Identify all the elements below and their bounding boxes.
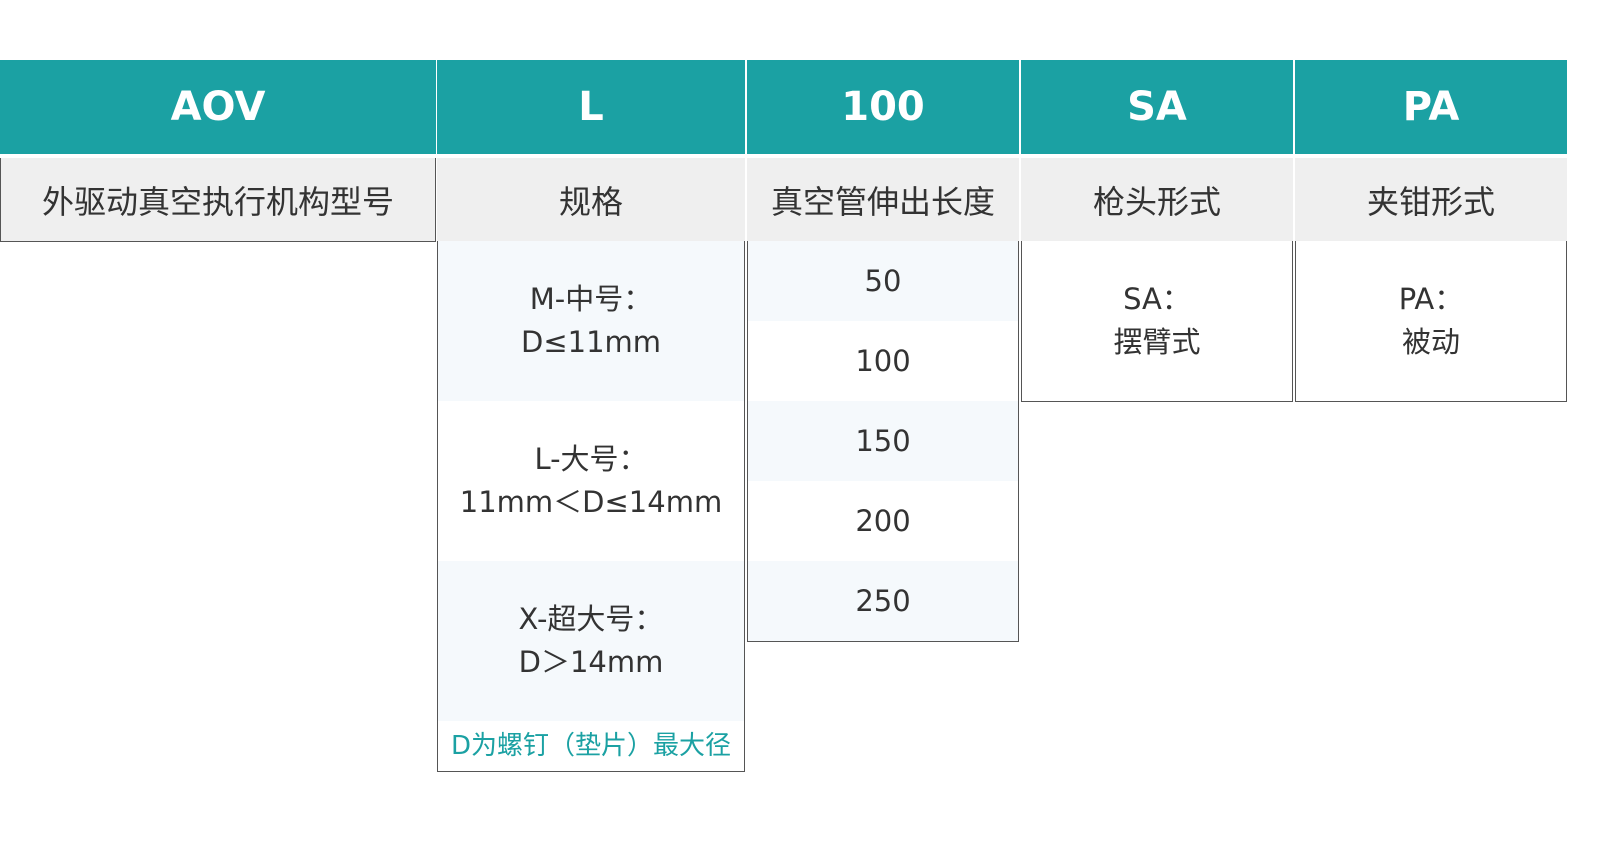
- aov-label-box: 外驱动真空执行机构型号: [0, 158, 436, 242]
- label-length: 真空管伸出长度: [747, 158, 1019, 241]
- length-options: 50 100 150 200 250: [747, 241, 1019, 642]
- length-option: 100: [748, 321, 1018, 401]
- length-option: 150: [748, 401, 1018, 481]
- column-clamp: PA 夹钳形式 PA： 被动: [1295, 60, 1567, 402]
- clamp-options: PA： 被动: [1295, 241, 1567, 402]
- length-option: 50: [748, 241, 1018, 321]
- column-aov: AOV 外驱动真空执行机构型号: [0, 60, 436, 242]
- code-gun: SA: [1021, 60, 1293, 154]
- size-option-x-name: X-超大号：: [518, 602, 664, 636]
- code-clamp: PA: [1295, 60, 1567, 154]
- clamp-option-code: PA：: [1398, 282, 1464, 316]
- size-option-x: X-超大号： D＞14mm: [438, 561, 744, 721]
- length-option: 250: [748, 561, 1018, 641]
- code-length: 100: [747, 60, 1019, 154]
- label-clamp: 夹钳形式: [1295, 158, 1567, 241]
- column-size: L 规格 M-中号： D≤11mm L-大号： 11mm＜D≤14mm X-超大…: [437, 60, 745, 772]
- column-length: 100 真空管伸出长度 50 100 150 200 250: [747, 60, 1019, 642]
- label-aov: 外驱动真空执行机构型号: [1, 158, 435, 241]
- code-aov: AOV: [0, 60, 436, 154]
- size-option-l-range: 11mm＜D≤14mm: [459, 485, 723, 519]
- gun-option: SA： 摆臂式: [1022, 241, 1292, 401]
- size-option-l: L-大号： 11mm＜D≤14mm: [438, 401, 744, 561]
- gun-option-desc: 摆臂式: [1113, 325, 1201, 359]
- code-size: L: [437, 60, 745, 154]
- column-gun: SA 枪头形式 SA： 摆臂式: [1021, 60, 1293, 402]
- size-option-l-name: L-大号：: [534, 442, 648, 476]
- label-gun: 枪头形式: [1021, 158, 1293, 241]
- gun-options: SA： 摆臂式: [1021, 241, 1293, 402]
- label-size: 规格: [437, 158, 745, 241]
- length-option: 200: [748, 481, 1018, 561]
- size-options: M-中号： D≤11mm L-大号： 11mm＜D≤14mm X-超大号： D＞…: [437, 241, 745, 772]
- size-option-m-name: M-中号：: [529, 282, 653, 316]
- size-note: D为螺钉（垫片）最大径: [438, 721, 744, 771]
- size-option-x-range: D＞14mm: [518, 645, 664, 679]
- clamp-option: PA： 被动: [1296, 241, 1566, 401]
- gun-option-code: SA：: [1123, 282, 1191, 316]
- clamp-option-desc: 被动: [1401, 325, 1460, 359]
- size-option-m: M-中号： D≤11mm: [438, 241, 744, 401]
- size-option-m-range: D≤11mm: [520, 325, 662, 359]
